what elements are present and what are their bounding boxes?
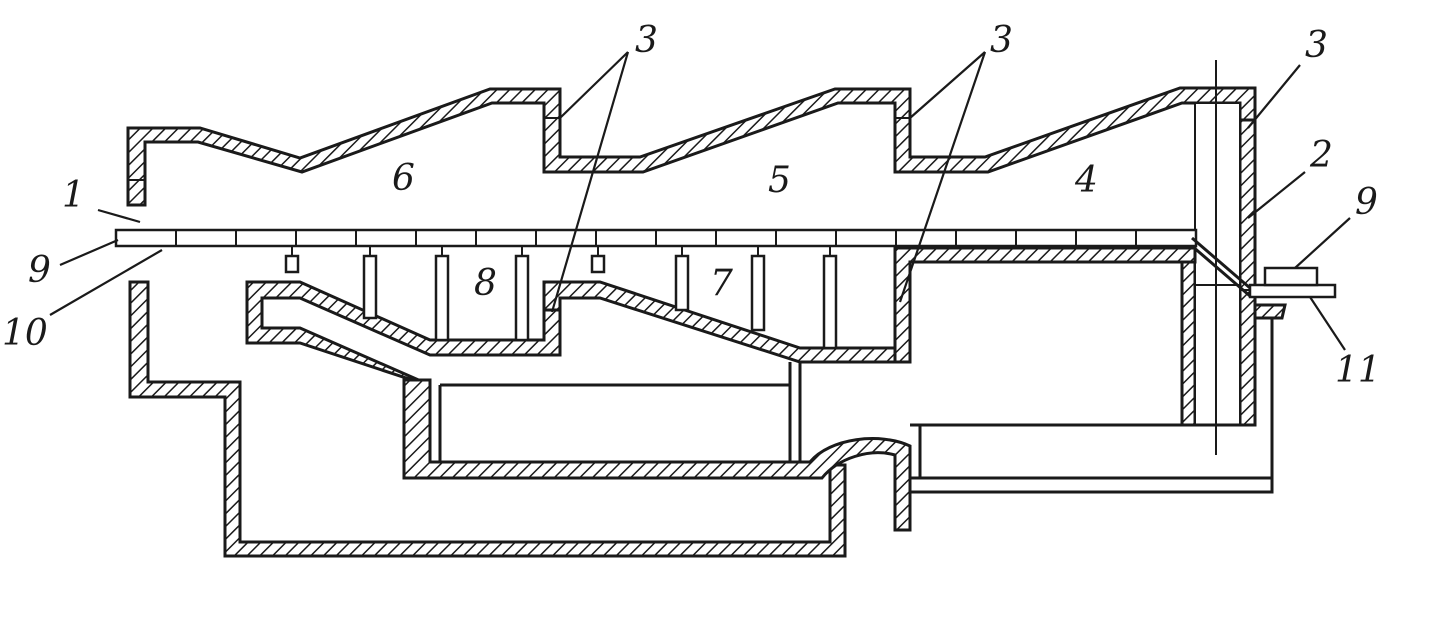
lower-chamber-8-wall [245, 280, 562, 397]
hearth-wall-zone4 [893, 246, 1197, 364]
leader-1 [97, 208, 141, 224]
label-11: 11 [1335, 350, 1381, 391]
leader-3a [559, 51, 629, 119]
flue-duct-inner [402, 378, 912, 532]
label-7: 7 [710, 263, 733, 304]
exit-shaft-wall [1180, 246, 1197, 427]
label-1: 1 [62, 175, 85, 216]
heating-elements [284, 246, 838, 350]
vertical-shaft [1194, 102, 1241, 426]
leader-2 [1247, 171, 1306, 219]
burner-tube [822, 246, 838, 350]
unloading-table [1248, 283, 1337, 299]
burner-tube [284, 246, 300, 274]
finished-product [1263, 266, 1319, 287]
label-2: 2 [1309, 135, 1333, 176]
label-5: 5 [768, 160, 791, 201]
label-4: 4 [1074, 160, 1098, 201]
right-end-wall [1238, 118, 1257, 427]
leader-10 [49, 249, 163, 316]
leader-3b [909, 51, 986, 119]
flue-duct-outer [128, 280, 847, 558]
leader-9a [59, 238, 119, 267]
burner-tube [514, 246, 530, 342]
label-6: 6 [392, 158, 415, 199]
burner-tube [590, 246, 606, 274]
label-3-zone6: 3 [635, 20, 658, 61]
burner-tube [362, 246, 378, 320]
leader-9b [1294, 217, 1351, 269]
leader-3c [1247, 64, 1301, 129]
conveyor-segments [175, 230, 1137, 246]
burner-tube [434, 246, 450, 342]
burner-tube [750, 246, 766, 332]
label-3-zone5: 3 [990, 20, 1013, 61]
leader-11 [1309, 296, 1346, 351]
label-10: 10 [2, 313, 48, 354]
exhaust-duct [910, 318, 1274, 494]
label-8: 8 [474, 263, 497, 304]
leader-3b [898, 51, 987, 303]
conveyor-exit-ramp [1191, 236, 1251, 290]
burner-tube [674, 246, 690, 312]
table-support [1253, 303, 1287, 320]
label-9-left: 9 [28, 250, 51, 291]
conveyor-exit-ramp [1191, 244, 1251, 298]
leader-3a [550, 51, 630, 313]
label-9-right: 9 [1355, 182, 1378, 223]
label-3-end: 3 [1305, 25, 1328, 66]
